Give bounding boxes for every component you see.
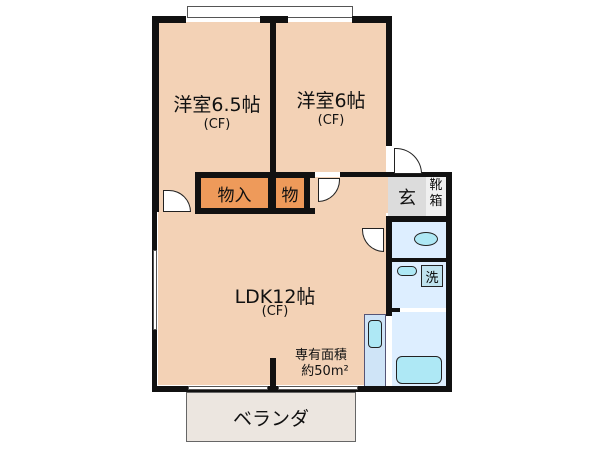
shoe-box-area (426, 176, 446, 216)
storage-closet-1: 物入 (201, 178, 268, 208)
entrance-area (388, 176, 426, 216)
wall-toilet-bottom (392, 258, 446, 262)
bathtub-fixture (396, 356, 442, 384)
wall-hall-top (340, 172, 446, 177)
western-room-6 (276, 22, 386, 172)
veranda-label: ベランダ (232, 407, 309, 430)
storage-closet-2: 物 (276, 178, 304, 208)
washer-label: 洗 (425, 270, 439, 286)
wall-storage-right (304, 172, 310, 214)
wall-top-right (352, 16, 392, 23)
wall-top-left (152, 16, 186, 23)
wall-ldk-stub (270, 358, 276, 388)
wall-storage-top (195, 172, 315, 178)
bottom-window-right (278, 386, 358, 390)
area-label: 専有面積 (294, 348, 347, 363)
left-window (153, 250, 157, 330)
wall-storage-divider (268, 172, 276, 214)
western-room-2-name: 洋室6帖 (296, 90, 366, 112)
wall-entry-bottom (386, 216, 452, 222)
sink-fixture (397, 266, 417, 276)
bottom-window-left (188, 386, 268, 390)
wall-between-bedrooms (270, 16, 276, 176)
wall-entry-right (446, 172, 452, 388)
ldk-name: LDK12帖 (234, 286, 316, 308)
laundry-area (392, 312, 446, 352)
wall-storage-left (195, 172, 201, 214)
ldk-finish: (CF) (261, 304, 289, 319)
storage-1-label: 物入 (217, 185, 252, 206)
wall-left (152, 16, 159, 212)
veranda: ベランダ (186, 392, 356, 442)
wall-right-bedroom (386, 16, 392, 146)
entrance-label: 玄 (398, 188, 416, 209)
wall-wash-bottom (392, 308, 400, 312)
door-swing-entrance (394, 148, 422, 174)
area-value: 約50m² (301, 364, 349, 379)
storage-2-label: 物 (281, 185, 299, 206)
toilet-fixture (414, 232, 438, 246)
western-room-6-5 (158, 22, 270, 177)
wall-ldk-right (386, 216, 392, 316)
shoe-box-label: 靴箱 (429, 178, 443, 209)
washer-fixture: 洗 (421, 265, 443, 287)
western-room-1-name: 洋室6.5帖 (173, 94, 261, 116)
western-room-2-finish: (CF) (317, 113, 345, 128)
western-room-1-finish: (CF) (203, 117, 231, 132)
wall-storage-bottom (195, 208, 315, 214)
kitchen-sink-fixture (368, 320, 382, 348)
